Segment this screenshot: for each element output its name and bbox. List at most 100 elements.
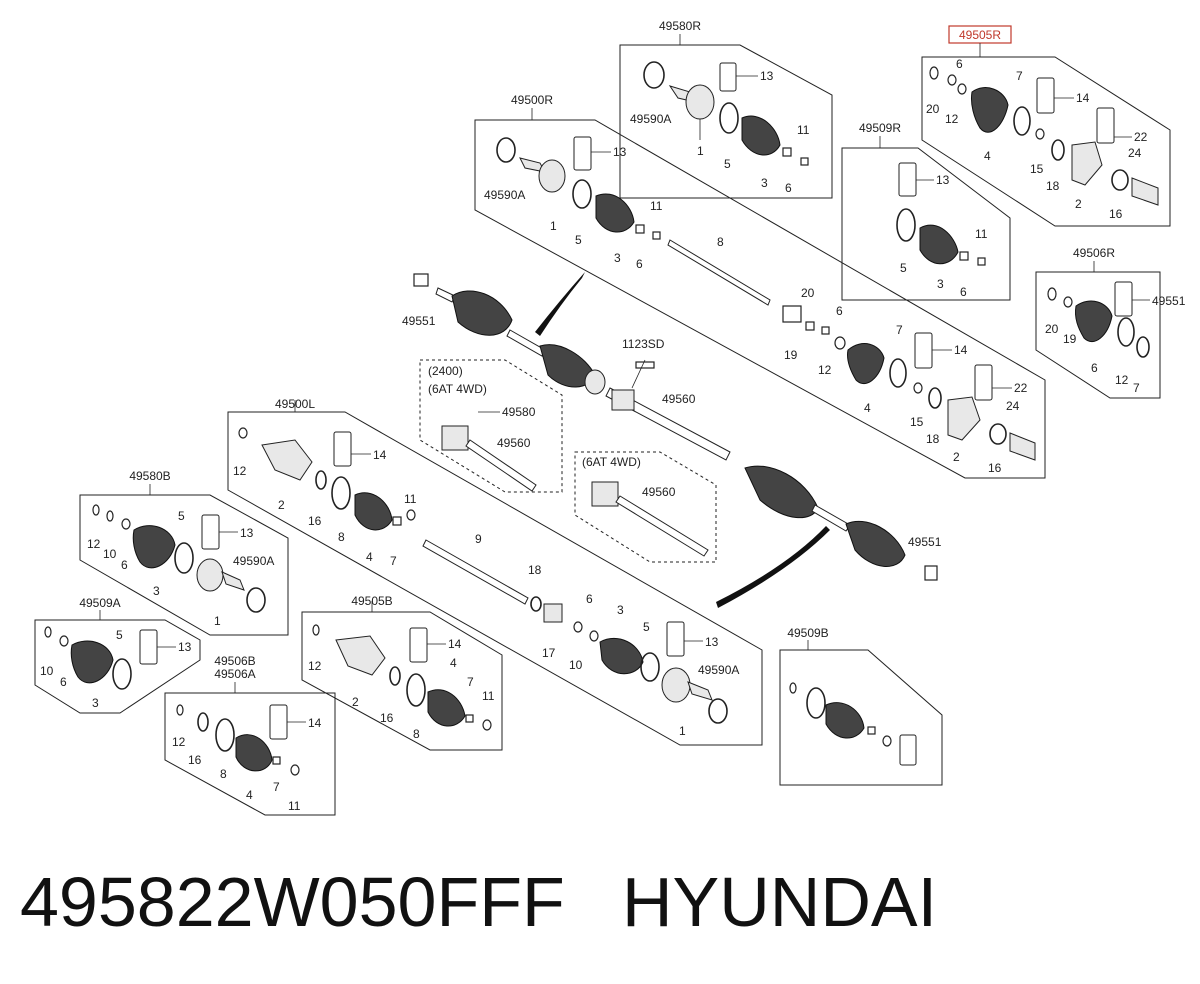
group-49580B[interactable]: 49580B 12 10 6 5 13 3 49590A 1: [79, 469, 289, 636]
group-49580R[interactable]: 49580R 13 49590A 1 5 3 6 11: [619, 19, 833, 199]
group-49509R[interactable]: 49509R 13 11 5 3 6: [841, 121, 1011, 301]
part-label: 20: [926, 102, 940, 116]
part-label: 5: [900, 261, 907, 275]
part-label: 13: [613, 145, 627, 159]
part-label: 20: [1045, 322, 1059, 336]
part-label: 4: [246, 788, 253, 802]
group-49500L[interactable]: 49500L 12 14 2 16 8 4 11 7 9 18 17 6 10 …: [227, 397, 763, 746]
part-label: 24: [1006, 399, 1020, 413]
band: [782, 147, 792, 157]
part-label: 11: [288, 799, 301, 813]
part-label: 15: [910, 415, 924, 429]
group-49500R[interactable]: 49500R 13 49590A 1 5 3 6 11 8: [474, 93, 1046, 479]
bracket: [611, 389, 635, 411]
part-label: 4: [864, 401, 871, 415]
part-label: 49590A: [698, 663, 739, 677]
part-label: 6: [636, 257, 643, 271]
group-label-49580R: 49580R: [659, 19, 701, 33]
part-label: 49560: [497, 436, 531, 450]
note-6at4wd-b: (6AT 4WD): [582, 455, 641, 469]
part-label: 12: [1115, 373, 1129, 387]
group-label-49500L: 49500L: [275, 397, 315, 411]
clamp: [1013, 106, 1031, 136]
part-label: 3: [617, 603, 624, 617]
variant-6at4wd-box[interactable]: (6AT 4WD) 49560: [574, 451, 717, 563]
part-label: 8: [220, 767, 227, 781]
part-label: 16: [308, 514, 322, 528]
part-label: 20: [801, 286, 815, 300]
part-label: 7: [1016, 69, 1023, 83]
bracket: [591, 481, 619, 507]
part-label: 5: [178, 509, 185, 523]
center-driveshaft[interactable]: 49551 1123SD 49560 49551: [402, 272, 942, 608]
note-6at4wd: (6AT 4WD): [428, 382, 487, 396]
part-label: 49551: [1152, 294, 1186, 308]
part-label: 12: [172, 735, 186, 749]
part-label: 49590A: [233, 554, 274, 568]
group-49506B-49506A[interactable]: 49506B 49506A 12 16 14 8 4 7 11: [164, 654, 336, 816]
part-label: 2: [278, 498, 285, 512]
part-label: 16: [188, 753, 202, 767]
part-label: 3: [937, 277, 944, 291]
group-label-49505R: 49505R: [959, 28, 1001, 42]
tripod-housing: [261, 439, 313, 481]
part-label: 13: [936, 173, 950, 187]
group-label-49580B: 49580B: [129, 469, 170, 483]
part-label: 1: [679, 724, 686, 738]
part-label: 19: [1063, 332, 1077, 346]
part-label: 8: [338, 530, 345, 544]
part-label: 49580: [502, 405, 536, 419]
part-label: 14: [954, 343, 968, 357]
part-label: 19: [784, 348, 798, 362]
part-label: 3: [761, 176, 768, 190]
group-49505B[interactable]: 49505B 12 14 2 16 4 7 11 8: [301, 594, 503, 751]
part-label: 10: [569, 658, 583, 672]
part-label: 18: [926, 432, 940, 446]
part-label: 1: [214, 614, 221, 628]
inner-joint-housing: [1071, 141, 1103, 186]
group-label-49500R: 49500R: [511, 93, 553, 107]
part-label: 5: [643, 620, 650, 634]
part-label: 4: [984, 149, 991, 163]
part-label: 16: [380, 711, 394, 725]
part-label: 18: [528, 563, 542, 577]
grease-tube: [1096, 107, 1115, 144]
part-label: 6: [60, 675, 67, 689]
part-label: 49560: [662, 392, 696, 406]
part-label: 11: [404, 492, 417, 506]
part-label: 49590A: [484, 188, 525, 202]
part-label: 2: [1075, 197, 1082, 211]
group-49506R[interactable]: 49506R 49551 20 19 6 12 7: [1035, 246, 1186, 399]
outer-boot: [451, 290, 513, 336]
grease-tube: [1036, 77, 1055, 114]
bracket: [441, 425, 469, 451]
group-49509A[interactable]: 49509A 10 6 5 13 3: [34, 596, 201, 714]
part-label: 2: [352, 695, 359, 709]
part-label: 6: [785, 181, 792, 195]
part-label: 3: [614, 251, 621, 265]
group-label-49506A: 49506A: [214, 667, 255, 681]
part-label: 9: [475, 532, 482, 546]
boot: [595, 193, 635, 233]
group-49509B[interactable]: 49509B: [779, 626, 943, 786]
part-label: 6: [586, 592, 593, 606]
group-label-49509R: 49509R: [859, 121, 901, 135]
driveshaft-bar: [667, 239, 771, 306]
outer-cv-joint: [685, 84, 715, 120]
part-label: 6: [1091, 361, 1098, 375]
group-49505R[interactable]: 49505R 6 7 14 20 12 4 22 15 24 18 2 16: [921, 25, 1171, 227]
group-label-49505B: 49505B: [351, 594, 392, 608]
part-label: 3: [153, 584, 160, 598]
part-label: 1: [550, 219, 557, 233]
part-label: 10: [40, 664, 54, 678]
part-label: 7: [467, 675, 474, 689]
arrow-upper: [535, 272, 585, 336]
right-shaft-parts: 20 19 6 12 7 14 4 22 15 24 18 2 16: [784, 286, 1028, 475]
part-label: 1123SD: [622, 337, 665, 351]
clamp: [719, 102, 739, 134]
part-label: 11: [482, 689, 495, 703]
variant-2400-box[interactable]: (2400) (6AT 4WD) 49580 49560: [419, 359, 563, 493]
part-label: 16: [988, 461, 1002, 475]
group-label-49506R: 49506R: [1073, 246, 1115, 260]
part-label: 12: [308, 659, 322, 673]
